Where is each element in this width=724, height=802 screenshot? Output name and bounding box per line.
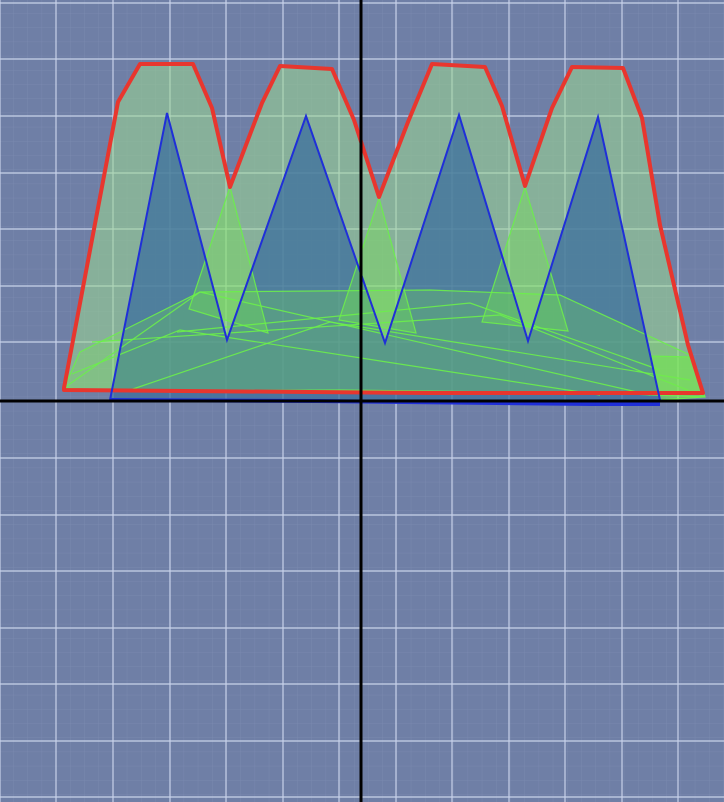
wireframe-edge-1 xyxy=(71,329,601,396)
wireframe-edge-5 xyxy=(91,314,706,398)
zigzag-outline xyxy=(109,111,661,401)
wireframe-edge-3 xyxy=(176,302,661,371)
wireframe-pyramid-2 xyxy=(338,195,417,334)
hull-outline xyxy=(62,62,705,395)
wireframe-pyramid-1 xyxy=(188,184,269,334)
wireframe-edge-4 xyxy=(63,291,651,396)
